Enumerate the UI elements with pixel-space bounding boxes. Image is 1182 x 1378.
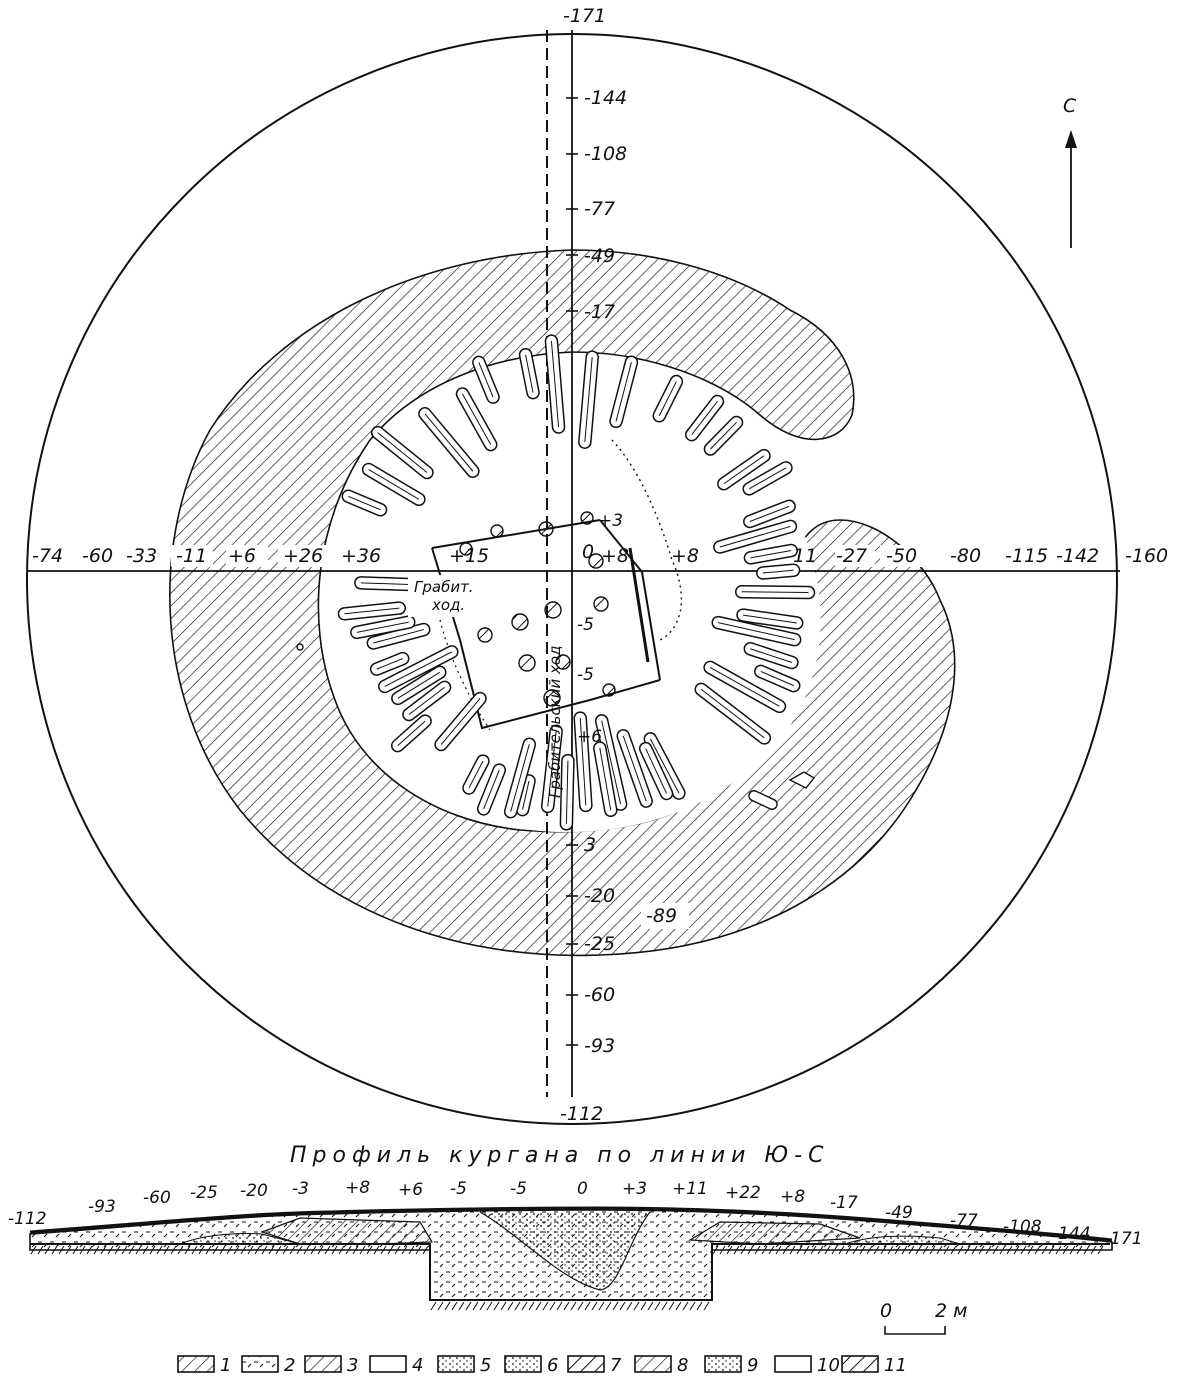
v-label-93: -93: [584, 1035, 615, 1057]
svg-text:-5: -5: [510, 1179, 527, 1199]
legend-label: 1: [220, 1355, 231, 1376]
profile-title: Профиль кургана по линии Ю-С: [290, 1143, 830, 1168]
svg-text:-60: -60: [82, 545, 113, 567]
svg-text:-60: -60: [143, 1188, 171, 1208]
robbers-pass-label-2: ход.: [431, 596, 465, 614]
svg-text:-49: -49: [885, 1203, 913, 1223]
svg-text:-50: -50: [886, 545, 917, 567]
svg-text:-5: -5: [450, 1179, 467, 1199]
svg-text:+6: +6: [228, 545, 256, 567]
svg-text:-171: -171: [1104, 1229, 1143, 1249]
legend-swatch: [567, 1355, 605, 1373]
svg-text:-3: -3: [292, 1179, 309, 1199]
timber-logs: [337, 334, 816, 831]
central-pit-area: [328, 356, 821, 833]
legend-label: 11: [884, 1355, 907, 1376]
svg-text:-77: -77: [950, 1211, 978, 1231]
legend-swatch: [304, 1355, 342, 1373]
dotted-boundary-2: [439, 619, 491, 731]
svg-text:+15: +15: [449, 545, 489, 567]
svg-text:0: 0: [880, 1300, 892, 1322]
legend-swatch: [634, 1355, 672, 1373]
scale-bar: 0 2 м: [880, 1300, 967, 1335]
v-label-25: -25: [584, 933, 615, 955]
svg-text:-25: -25: [190, 1183, 218, 1203]
svg-text:+8: +8: [780, 1187, 805, 1207]
svg-text:-142: -142: [1056, 545, 1099, 567]
legend-label: 8: [677, 1355, 688, 1376]
north-arrow: [1065, 130, 1077, 248]
svg-text:11: 11: [793, 545, 817, 567]
legend: 1 2 3 4 5 6 7 8 9 10 11: [177, 1355, 907, 1376]
legend-label: 9: [747, 1355, 758, 1376]
svg-text:+8: +8: [671, 545, 699, 567]
robbers-pass-label: Грабит.: [414, 578, 474, 596]
legend-label: 4: [412, 1355, 423, 1376]
svg-text:-93: -93: [88, 1197, 116, 1217]
v-label-112: -112: [560, 1103, 603, 1125]
legend-swatch: [241, 1355, 279, 1373]
post-holes: [459, 511, 616, 707]
interior-label-plus6: +6: [577, 727, 602, 747]
svg-text:0: 0: [582, 541, 594, 563]
svg-text:-115: -115: [1005, 545, 1048, 567]
legend-label: 2: [284, 1355, 295, 1376]
v-label-108: -108: [584, 143, 627, 165]
svg-text:+36: +36: [341, 545, 381, 567]
svg-text:0: 0: [577, 1179, 588, 1199]
v-label-49: -49: [584, 245, 615, 267]
svg-text:-108: -108: [1003, 1217, 1042, 1237]
dotted-boundary: [611, 439, 683, 641]
svg-text:-160: -160: [1125, 545, 1168, 567]
v-label-144: -144: [584, 87, 627, 109]
svg-text:-74: -74: [32, 545, 63, 567]
v-label-89: -89: [646, 905, 677, 927]
interior-label-minus5-a: -5: [577, 615, 594, 635]
legend-swatch: [437, 1355, 475, 1373]
svg-text:-27: -27: [836, 545, 867, 567]
svg-text:+8: +8: [601, 545, 629, 567]
robbers-pit-label: Грабительский ход: [546, 646, 564, 798]
horizontal-axis-labels: -74 -60 -33 -11 +6 +26 +36 +15 0 +8 +8 1…: [32, 541, 1168, 567]
legend-label: 10: [817, 1355, 840, 1376]
svg-text:-112: -112: [8, 1209, 47, 1229]
legend-label: 3: [347, 1355, 358, 1376]
svg-text:+3: +3: [622, 1179, 647, 1199]
v-label-17: -17: [584, 301, 615, 323]
scattered-logs: [296, 643, 816, 810]
v-label-77: -77: [584, 198, 615, 220]
svg-text:+11: +11: [672, 1179, 708, 1199]
svg-text:2 м: 2 м: [935, 1300, 967, 1322]
top-label: -171: [563, 5, 606, 27]
svg-text:+8: +8: [345, 1178, 370, 1198]
profile-labels: -112 -93 -60 -25 -20 -3 +8 +6 -5 -5 0 +3…: [8, 1178, 1143, 1249]
svg-text:-80: -80: [950, 545, 981, 567]
v-label-20: -20: [584, 885, 615, 907]
svg-text:-144: -144: [1052, 1224, 1091, 1244]
legend-swatch: [704, 1355, 742, 1373]
svg-text:+22: +22: [725, 1183, 761, 1203]
legend-label: 7: [610, 1355, 622, 1376]
svg-text:+26: +26: [283, 545, 323, 567]
v-label-3: 3: [584, 834, 596, 856]
legend-label: 6: [547, 1355, 558, 1376]
robbers-trench: [628, 547, 650, 663]
legend-label: 5: [480, 1355, 491, 1376]
svg-text:-11: -11: [176, 545, 207, 567]
svg-text:+6: +6: [398, 1180, 423, 1200]
legend-swatch: [177, 1355, 215, 1373]
legend-swatch: [504, 1355, 542, 1373]
v-label-60: -60: [584, 984, 615, 1006]
legend-swatch: [841, 1355, 879, 1373]
svg-text:-33: -33: [126, 545, 157, 567]
north-label: С: [1063, 95, 1077, 117]
legend-swatch: [774, 1355, 812, 1373]
profile-section: [29, 1206, 1113, 1311]
legend-swatch: [369, 1355, 407, 1373]
interior-label-minus5-b: -5: [577, 665, 594, 685]
svg-text:-17: -17: [830, 1193, 858, 1213]
interior-label-plus3: +3: [598, 511, 623, 531]
svg-text:-20: -20: [240, 1181, 268, 1201]
